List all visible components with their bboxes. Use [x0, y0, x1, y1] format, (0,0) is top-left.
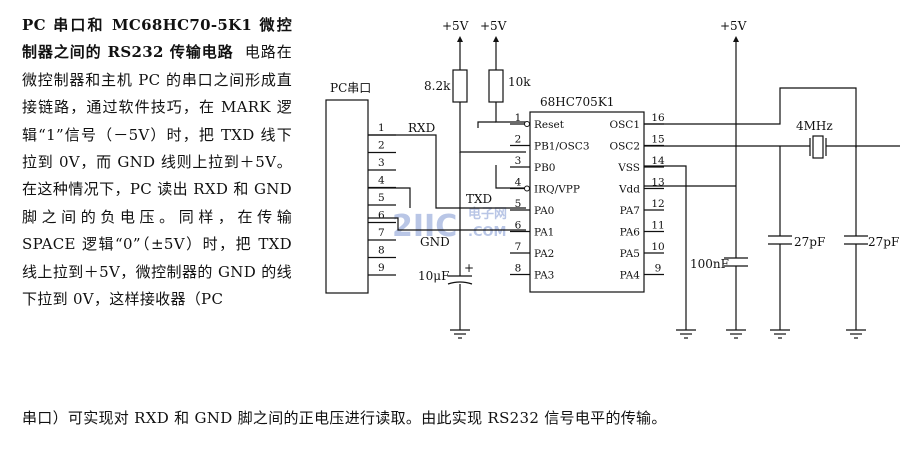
pc-pin-number: 3	[378, 157, 385, 169]
pc-pin-number: 7	[378, 227, 385, 239]
crystal-4mhz: 4MHz	[796, 119, 833, 159]
pc-pin-number: 1	[378, 122, 385, 134]
ground-symbol	[770, 329, 790, 339]
chip-left-pin-name: Reset	[534, 119, 565, 131]
chip-left-pin-number: 2	[515, 134, 522, 146]
chip-right-pin-name: OSC1	[609, 119, 640, 131]
pc-pin-number: 9	[378, 262, 385, 274]
chip-left-pin-name: PB0	[534, 162, 555, 174]
cap-27pf-1: 27pF	[768, 146, 825, 330]
cap-10uf-plus: +	[464, 261, 474, 275]
description-paragraph: PC 串口和 MC68HC70-5K1 微控制器之间的 RS232 传输电路 电…	[22, 12, 292, 313]
connector-wiring	[368, 134, 526, 231]
description-last-line: 串口）可实现对 RXD 和 GND 脚之间的正电压进行读取。由此实现 RS232…	[22, 409, 667, 427]
chip-right-pin-number: 13	[651, 177, 664, 189]
pc-pin-number: 8	[378, 245, 385, 257]
cap-27pf-2-label: 27pF	[868, 235, 899, 249]
chip-right-pin-name: PA5	[620, 248, 640, 260]
chip-right-pin-number: 10	[651, 241, 664, 253]
chip-right-pin-name: VSS	[617, 162, 640, 174]
supply-3-label: +5V	[720, 19, 747, 33]
pc-port-pins: 1 2 3 4 5 6 7 8 9	[368, 122, 396, 276]
circuit-description: 电路在微控制器和主机 PC 的串口之间形成直接链路，通过软件技巧，在 MARK …	[22, 43, 293, 309]
chip-left-pin-number: 1	[515, 112, 522, 124]
circuit-title: PC 串口和 MC68HC70-5K1 微控制器之间的 RS232 传输电路	[22, 16, 292, 62]
chip-left-pin-number: 5	[515, 198, 522, 210]
pc-pin-number: 5	[378, 192, 385, 204]
site-watermark: 2IIC 电子网 .COM	[392, 206, 507, 244]
chip-right-pin-number: 9	[655, 263, 662, 275]
supply-1-label: +5V	[442, 19, 469, 33]
watermark-top: 电子网	[468, 206, 507, 222]
cap-10uf-label: 10μF	[418, 269, 449, 283]
ground-symbols	[450, 329, 866, 339]
rxd-label: RXD	[408, 121, 435, 135]
cap-27pf-2: 27pF	[844, 146, 899, 330]
active-low-bubble	[524, 121, 530, 127]
chip-left-pin-name: IRQ/VPP	[534, 184, 580, 196]
chip-right-pin-name: PA7	[620, 205, 640, 217]
chip-right-pin-number: 16	[651, 112, 665, 124]
ground-symbol	[726, 329, 746, 339]
ground-symbol	[846, 329, 866, 339]
cap-100nf-label: 100nF	[690, 257, 729, 271]
ground-symbol	[450, 329, 470, 339]
chip-left-pin-number: 3	[515, 155, 522, 167]
resistor-10k: 10k	[477, 69, 531, 189]
chip-left-pin-number: 4	[515, 177, 522, 189]
chip-right-pin-number: 11	[651, 220, 664, 232]
supply-rail-3: +5V	[720, 19, 747, 258]
chip-right-pin-name: PA4	[620, 270, 641, 282]
right-wiring	[644, 87, 900, 330]
pc-pin-number: 2	[378, 140, 385, 152]
resistor-10k-label: 10k	[508, 75, 531, 89]
chip-right-pin-name: Vdd	[618, 184, 640, 196]
pc-port-label: PC串口	[330, 81, 371, 95]
ground-symbol	[676, 329, 696, 339]
crystal-label: 4MHz	[796, 119, 833, 133]
chip-left-pin-name: PA2	[534, 248, 554, 260]
chip-right-pin-number: 15	[651, 134, 664, 146]
chip-left-pin-name: PA0	[534, 205, 554, 217]
txd-label: TXD	[466, 192, 492, 206]
supply-rail-1: +5V	[442, 19, 469, 70]
supply-2-label: +5V	[480, 19, 507, 33]
chip-right-pin-number: 12	[651, 198, 664, 210]
pc-pin-number: 4	[378, 175, 385, 187]
chip-right-pin-number: 14	[651, 155, 665, 167]
resistor-8k2-label: 8.2k	[424, 79, 451, 93]
chip-label: 68HC705K1	[540, 95, 614, 109]
chip-left-pin-number: 7	[515, 241, 522, 253]
watermark-bottom: .COM	[468, 225, 506, 240]
chip-left-pin-name: PB1/OSC3	[534, 141, 590, 153]
chip-right-pin-name: PA6	[620, 227, 641, 239]
chip-left-pin-number: 8	[515, 263, 522, 275]
cap-10uf: + 10μF	[418, 152, 474, 330]
supply-rail-2: +5V	[480, 19, 507, 70]
watermark-main: 2IIC	[392, 209, 457, 244]
cap-100nf: 100nF	[690, 257, 748, 330]
chip-left-pin-number: 6	[515, 220, 522, 232]
gnd-label: GND	[420, 235, 450, 249]
pc-port-connector	[325, 99, 369, 294]
chip-left-pin-name: PA3	[534, 270, 554, 282]
chip-right-pin-name: OSC2	[609, 141, 640, 153]
cap-27pf-1-label: 27pF	[794, 235, 825, 249]
chip-left-pin-name: PA1	[534, 227, 554, 239]
active-low-bubble	[524, 185, 530, 192]
pc-pin-number: 6	[378, 210, 385, 222]
